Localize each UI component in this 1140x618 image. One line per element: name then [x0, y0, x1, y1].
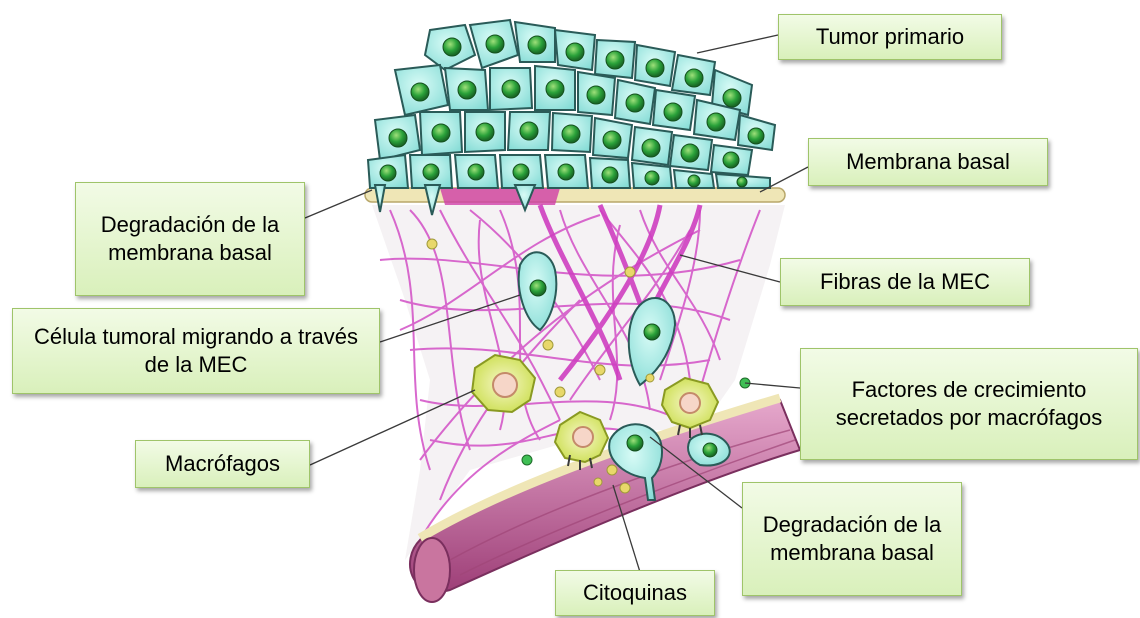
label-tumor-primario: Tumor primario [778, 14, 1002, 60]
membrane-degradation [440, 188, 560, 205]
vessel-lumen [414, 538, 450, 602]
label-degradacion-membrana-top: Degradación de la membrana basal [75, 182, 305, 296]
label-celula-migrando: Célula tumoral migrando a través de la M… [12, 308, 380, 394]
label-factores-crecimiento: Factores de crecimiento secretados por m… [800, 348, 1138, 460]
label-fibras-mec: Fibras de la MEC [780, 258, 1030, 306]
label-macrofagos: Macrófagos [135, 440, 310, 488]
label-degradacion-membrana-bottom: Degradación de la membrana basal [742, 482, 962, 596]
label-citoquinas: Citoquinas [555, 570, 715, 616]
label-membrana-basal: Membrana basal [808, 138, 1048, 186]
